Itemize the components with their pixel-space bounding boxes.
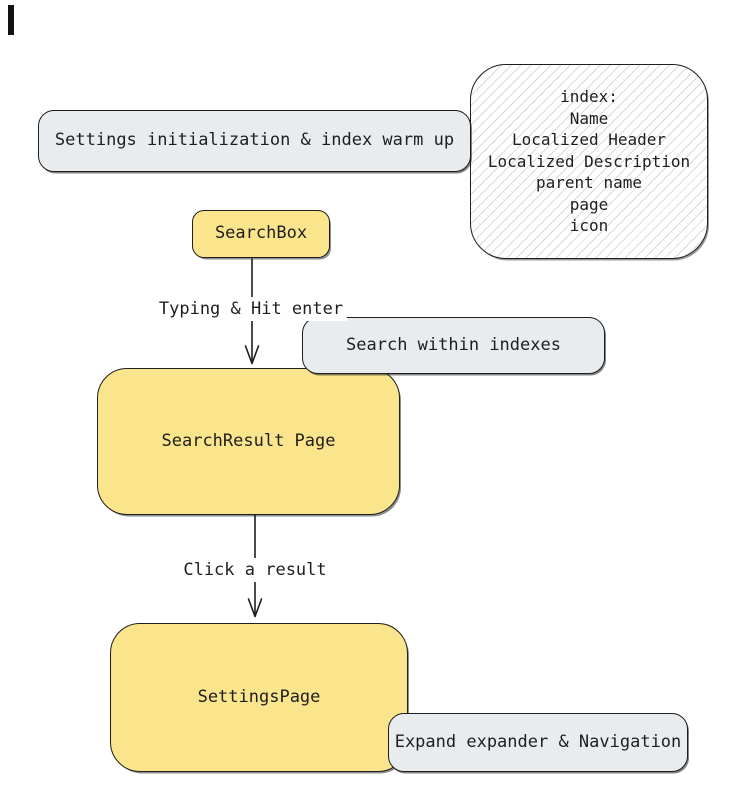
node-label: Expand expander & Navigation [394,731,682,752]
node-label: SearchResult Page [161,430,336,451]
edge-label-click-a-result: Click a result [179,558,331,582]
node-searchbox[interactable]: SearchBox [192,210,330,258]
node-searchresult-page[interactable]: SearchResult Page [97,368,400,515]
node-label: SearchBox [214,223,308,244]
black-mark [8,5,14,35]
index-line: Localized Header [511,130,667,150]
node-search-within-indexes[interactable]: Search within indexes [302,317,605,374]
index-line: icon [569,216,609,236]
index-line: parent name [536,173,642,193]
index-line: page [569,194,609,214]
node-label: Search within indexes [346,334,561,355]
node-settingspage[interactable]: SettingsPage [110,623,408,772]
node-settings-initialization[interactable]: Settings initialization & index warm up [38,110,471,172]
index-line: Name [569,108,609,128]
edge-label-typing-hit-enter: Typing & Hit enter [154,297,348,321]
arrowhead-icon [247,598,263,618]
arrowhead-icon [244,345,260,365]
node-label: SettingsPage [197,686,321,707]
node-index-fields[interactable]: index: Name Localized Header Localized D… [470,64,708,259]
node-expand-expander-navigation[interactable]: Expand expander & Navigation [388,713,688,772]
index-line: Localized Description [487,151,691,171]
node-label: Settings initialization & index warm up [54,130,455,151]
index-line: index: [560,87,618,107]
